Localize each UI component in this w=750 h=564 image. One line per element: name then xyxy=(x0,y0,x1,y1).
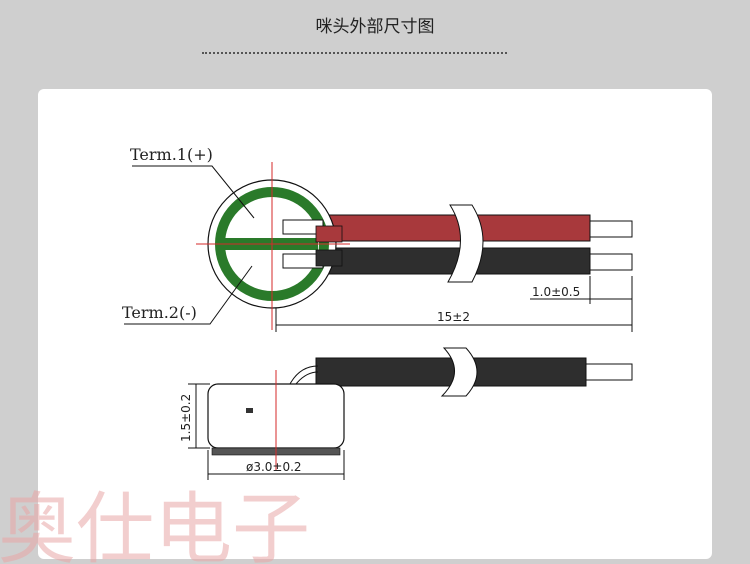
dim-diameter-line xyxy=(207,450,345,480)
term2-label: Term.2(-) xyxy=(122,303,197,322)
dim-height: 1.5±0.2 xyxy=(179,394,193,442)
dim-wire-strip: 1.0±0.5 xyxy=(532,285,580,299)
watermark-logo: 奥仕电子 xyxy=(0,485,310,564)
term1-label: Term.1(+) xyxy=(130,145,213,164)
red-wire xyxy=(311,214,633,242)
dim-length: 15±2 xyxy=(437,310,470,324)
dim-height-line xyxy=(188,383,210,449)
center-lines xyxy=(196,162,350,330)
term2-leader xyxy=(124,265,253,325)
title-divider xyxy=(202,52,507,54)
dim-strip-line xyxy=(530,276,633,304)
side-wire xyxy=(289,347,633,397)
wire-break-mark xyxy=(447,204,484,283)
page-title: 咪头外部尺寸图 xyxy=(315,17,435,37)
term1-leader xyxy=(132,165,255,219)
black-wire xyxy=(311,247,633,275)
dim-diameter: ø3.0±0.2 xyxy=(246,460,302,474)
capsule-side-view xyxy=(207,370,345,470)
dim-length-line xyxy=(275,304,633,332)
